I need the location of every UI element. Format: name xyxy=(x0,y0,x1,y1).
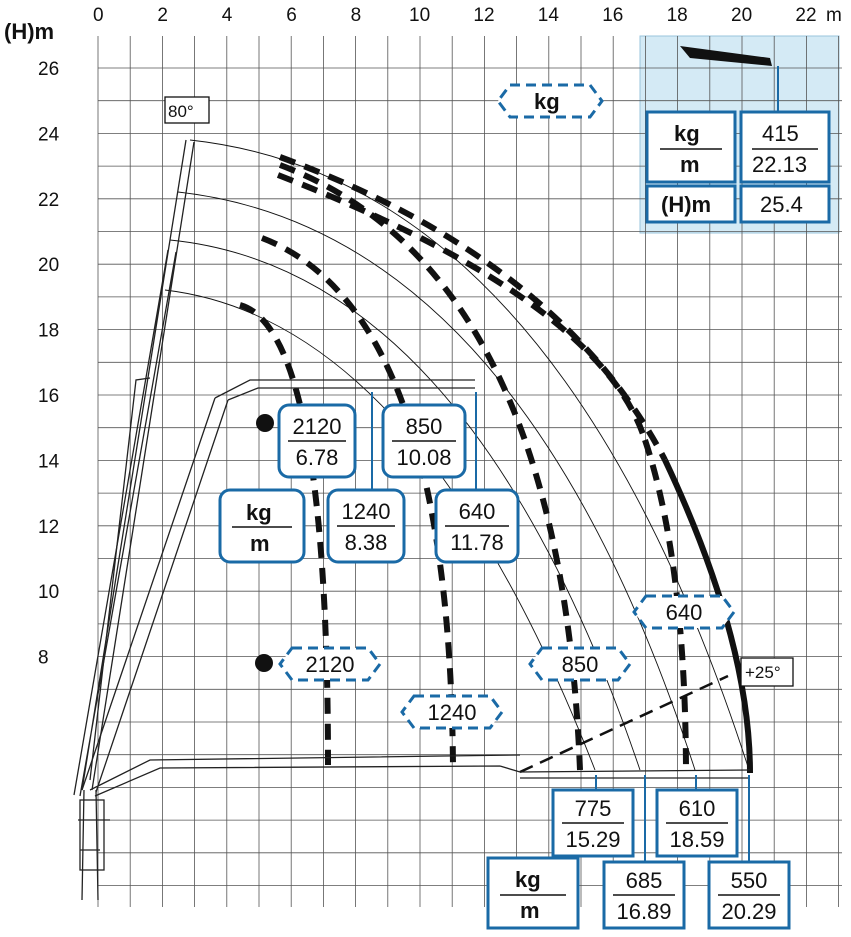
x-tick-label: 20 xyxy=(731,5,752,26)
tip-height-label-box xyxy=(645,184,737,224)
x-axis-ticks: 0 2 4 6 8 10 12 14 16 18 20 22 xyxy=(93,5,817,26)
reach-arc-2 xyxy=(177,191,696,771)
x-tick-label: 2 xyxy=(157,5,168,26)
curve-850 xyxy=(278,162,583,771)
load-box-kg: 850 xyxy=(406,414,443,439)
tip-reach-value: 22.13 xyxy=(752,152,807,177)
angle-80-box xyxy=(164,96,210,124)
dashed-load-labels: 2120 1240 850 640 xyxy=(278,594,736,730)
load-point-boxes: 2120 6.78 1240 8.38 850 10.08 640 11.78 775 15.29… xyxy=(277,403,791,930)
curve-640-upper xyxy=(276,172,648,441)
y-axis-title: (H)m xyxy=(4,19,54,44)
crane-base xyxy=(79,799,105,871)
bottom-unit-m: m xyxy=(520,898,540,923)
curve-550-solid xyxy=(662,458,753,774)
dashed-load-label: 2120 xyxy=(306,652,355,677)
y-tick-label: 12 xyxy=(38,517,59,538)
tip-height-value: 25.4 xyxy=(760,192,803,217)
x-tick-label: 18 xyxy=(667,5,688,26)
y-tick-label: 8 xyxy=(38,648,49,669)
y-tick-label: 14 xyxy=(38,451,60,472)
x-tick-label: 8 xyxy=(351,5,362,26)
y-tick-label: 18 xyxy=(38,321,59,342)
load-box-kg: 610 xyxy=(679,796,716,821)
tip-load-value: 415 xyxy=(762,121,799,146)
load-box-m: 10.08 xyxy=(396,445,451,470)
dashed-load-label: 640 xyxy=(666,600,703,625)
angle-80-label: 80° xyxy=(168,102,194,121)
dashed-load-label: 1240 xyxy=(428,700,477,725)
mid-unit-box xyxy=(218,488,306,564)
x-axis-unit: m xyxy=(826,5,842,26)
boom-horizontal xyxy=(89,754,751,797)
x-tick-label: 16 xyxy=(602,5,623,26)
angle-25-line xyxy=(519,674,729,774)
tip-value-box xyxy=(739,110,831,184)
mid-unit-m: m xyxy=(250,531,270,556)
load-box-kg: 775 xyxy=(575,796,612,821)
y-tick-label: 10 xyxy=(38,582,59,603)
crane-mast xyxy=(78,789,110,901)
y-tick-label: 24 xyxy=(38,124,60,145)
y-tick-label: 22 xyxy=(38,190,59,211)
angle-25-box xyxy=(740,657,794,687)
bullet-marker-upper xyxy=(256,414,274,432)
connector-lines xyxy=(371,392,750,862)
y-tick-label: 26 xyxy=(38,59,59,80)
load-box-kg: 640 xyxy=(459,499,496,524)
load-box-m: 11.78 xyxy=(450,530,503,555)
load-box-kg: 2120 xyxy=(293,414,342,439)
jib-icon xyxy=(680,46,772,66)
tip-unit-m: m xyxy=(680,152,700,177)
dashed-load-label: 850 xyxy=(562,652,599,677)
x-tick-label: 14 xyxy=(538,5,560,26)
angle-25-label: +25° xyxy=(745,663,781,682)
kg-header-label: kg xyxy=(534,89,560,114)
load-box-m: 8.38 xyxy=(345,530,388,555)
boom-mid-support xyxy=(89,377,151,781)
mid-unit-kg: kg xyxy=(246,500,272,525)
x-tick-label: 12 xyxy=(473,5,494,26)
y-tick-label: 20 xyxy=(38,255,59,276)
load-box-m: 20.29 xyxy=(721,899,776,924)
tip-unit-kg: kg xyxy=(674,121,700,146)
x-tick-label: 0 xyxy=(93,5,104,26)
curve-1240 xyxy=(260,235,456,769)
x-tick-label: 22 xyxy=(795,5,816,26)
load-box-m: 15.29 xyxy=(565,827,620,852)
load-box-m: 18.59 xyxy=(669,827,724,852)
boom-mid xyxy=(81,379,475,793)
load-box-kg: 685 xyxy=(626,868,663,893)
bottom-unit-kg: kg xyxy=(515,867,541,892)
y-tick-label: 16 xyxy=(38,386,59,407)
x-tick-label: 10 xyxy=(409,5,430,26)
y-axis-ticks: 26 24 22 20 18 16 14 12 10 8 xyxy=(38,59,60,669)
load-box-kg: 550 xyxy=(731,868,768,893)
tip-height-label: (H)m xyxy=(661,192,711,217)
boom-80deg xyxy=(73,139,195,797)
dashed-load-badge xyxy=(400,694,504,730)
kg-header-badge xyxy=(496,83,604,119)
load-box-m: 6.78 xyxy=(296,445,339,470)
x-tick-label: 4 xyxy=(222,5,233,26)
crane-drawing xyxy=(73,139,751,901)
load-box-m: 16.89 xyxy=(616,899,671,924)
dashed-load-badge xyxy=(528,646,632,682)
tip-height-value-box xyxy=(739,184,831,224)
curve-550-upper xyxy=(278,154,668,462)
load-box-kg: 1240 xyxy=(342,499,391,524)
tip-unit-box xyxy=(645,110,737,184)
bullet-marker-lower xyxy=(255,654,273,672)
x-tick-label: 6 xyxy=(286,5,297,26)
dashed-load-badge xyxy=(632,594,736,630)
bottom-unit-box xyxy=(486,856,580,930)
dashed-load-badge xyxy=(278,646,382,682)
curve-640-lower xyxy=(642,439,689,769)
